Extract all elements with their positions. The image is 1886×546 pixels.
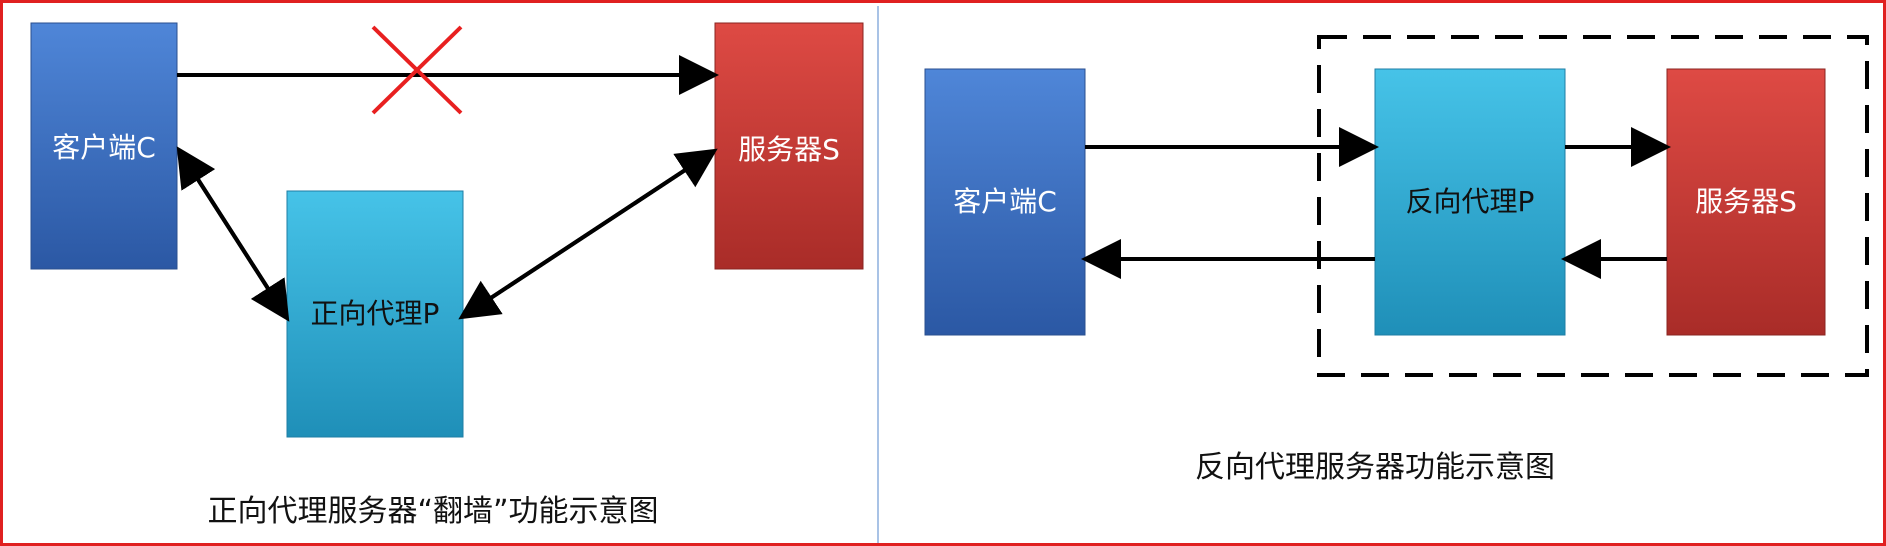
right-server-box [1666,68,1826,336]
left-server-label: 服务器S [738,133,840,166]
right-client-label: 客户端C [953,185,1057,218]
left-proxy-label: 正向代理P [311,297,440,330]
left-panel: 客户端C 服务器S 正向代理P 正向代理服务器“翻墙”功能示意图 [30,22,864,529]
right-server-label: 服务器S [1695,185,1797,218]
client-proxy-arrow-up [176,146,287,317]
left-client-label: 客户端C [52,131,156,164]
left-server-box [714,22,864,270]
proxy-diagram: 客户端C 服务器S 正向代理P 正向代理服务器“翻墙”功能示意图 客户端C 反向… [30,22,1869,529]
right-proxy-label: 反向代理P [1406,185,1535,218]
right-caption: 反向代理服务器功能示意图 [1195,450,1555,485]
left-caption: 正向代理服务器“翻墙”功能示意图 [207,494,658,529]
proxy-server-arrow-down [458,151,713,320]
right-proxy-box [1374,68,1566,336]
reverse-proxy-boundary [1317,35,1869,377]
left-client-box [30,22,178,270]
blocked-x-icon [371,25,463,115]
right-panel: 客户端C 反向代理P 服务器S 反向代理服务器功能示意图 [924,35,1869,485]
right-client-box [924,68,1086,336]
panel-divider [877,6,879,543]
